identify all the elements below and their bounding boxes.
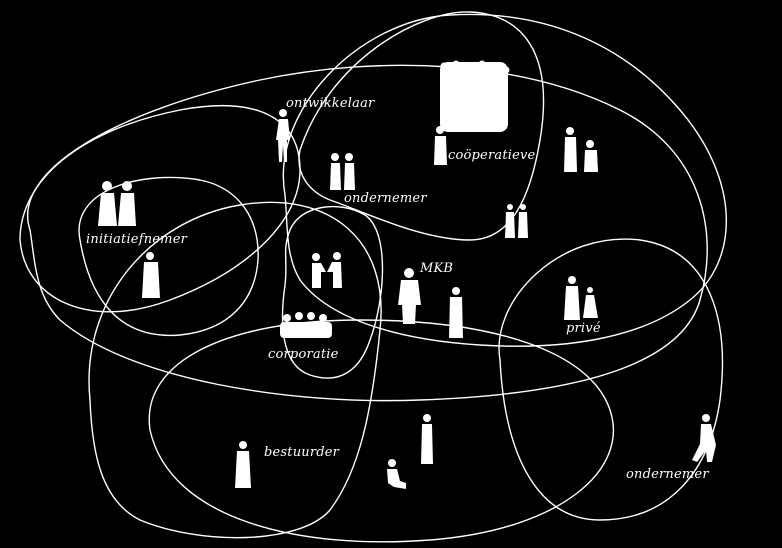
label-bestuurder: bestuurder	[264, 446, 339, 459]
couple-icon	[98, 181, 136, 226]
label-ondernemer-top: ondernemer	[344, 192, 427, 205]
family-icon	[564, 276, 598, 320]
label-ontwikkelaar: ontwikkelaar	[286, 97, 374, 110]
label-corporatie: corporatie	[268, 348, 339, 361]
label-prive: privé	[566, 322, 601, 335]
loop-outer-left	[20, 106, 300, 312]
label-ondernemer-bottom: ondernemer	[626, 468, 709, 481]
single-person-icon	[421, 414, 433, 464]
couple-icon	[564, 127, 598, 172]
label-mkb: MKB	[420, 262, 453, 275]
couple-icon	[398, 268, 463, 338]
label-initiatiefnemer: initiatiefnemer	[86, 233, 187, 246]
meeting-icon	[280, 312, 332, 338]
loop-bottom-wide	[149, 320, 613, 542]
couple-icon	[142, 252, 160, 298]
handshake-icon	[312, 252, 342, 288]
label-cooperatieve: coöperatieve	[448, 149, 535, 162]
couple-icon	[330, 153, 355, 190]
couple-icon	[505, 204, 528, 238]
single-person-icon	[276, 109, 290, 162]
seated-person-icon	[387, 459, 406, 489]
single-person-icon	[235, 441, 251, 488]
